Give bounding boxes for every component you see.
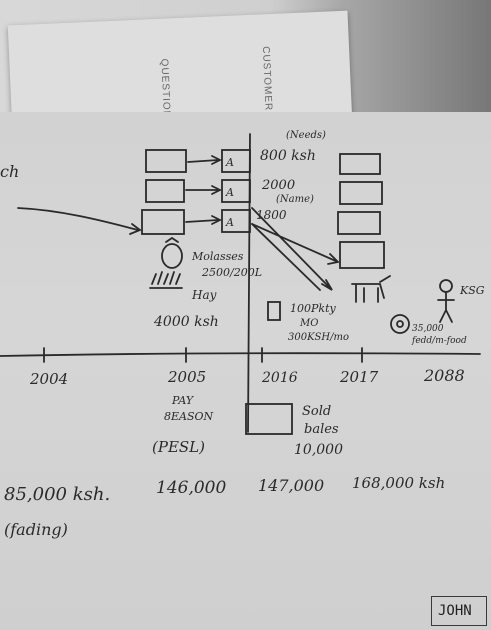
far-right-note: fedd/m-food [412,336,467,346]
below-note-2: 8EASON [164,410,214,423]
back-column-b: CUSTOMER [259,46,274,112]
box-letter-a2: A [225,186,234,199]
sold-label-2: bales [304,422,339,437]
mid-amount: 2000 [262,178,296,193]
front-paper-sheet: A A A ch (Needs) 800 ksh 2000 (Name) 180… [0,112,491,630]
sold-label-3: 10,000 [294,442,343,458]
chemical-amount: 300KSH/mo [288,332,350,343]
below-note-1: PAY [172,394,194,407]
far-right-price: 35,000 [412,324,444,334]
sketch-lines: A A A [0,133,481,435]
low-amount: 1800 [256,208,287,222]
timeline-year-2: 2005 [168,368,207,386]
total-3: 147,000 [258,476,325,495]
far-right-label: KSG [460,284,485,297]
molasses-label: Molasses [192,250,244,263]
total-1-note: (fading) [4,520,68,539]
hay-amount: 4000 ksh [154,314,219,330]
total-2: 146,000 [156,478,227,498]
below-note-3: (PESL) [152,438,205,456]
top-note: (Needs) [286,130,326,141]
box-letter-a3: A [225,216,234,229]
timeline-year-1: 2004 [30,370,69,388]
sold-label-1: Sold [302,404,332,419]
chemical-note: 100Pkty [290,302,336,315]
timeline-year-4: 2017 [340,368,379,386]
chemical-note-2: MO [300,318,319,329]
molasses-amount: 2500/200L [202,266,263,279]
hay-label: Hay [192,288,217,302]
timeline-year-3: 2016 [262,370,298,386]
mid-note: (Name) [276,194,314,205]
total-1: 85,000 ksh. [4,484,111,505]
left-word: ch [0,162,20,181]
top-amount: 800 ksh [260,148,316,164]
name-stamp: JOHN [431,596,487,626]
total-4: 168,000 ksh [352,474,446,492]
box-letter-a1: A [225,156,234,169]
timeline-year-5: 2088 [424,366,465,385]
